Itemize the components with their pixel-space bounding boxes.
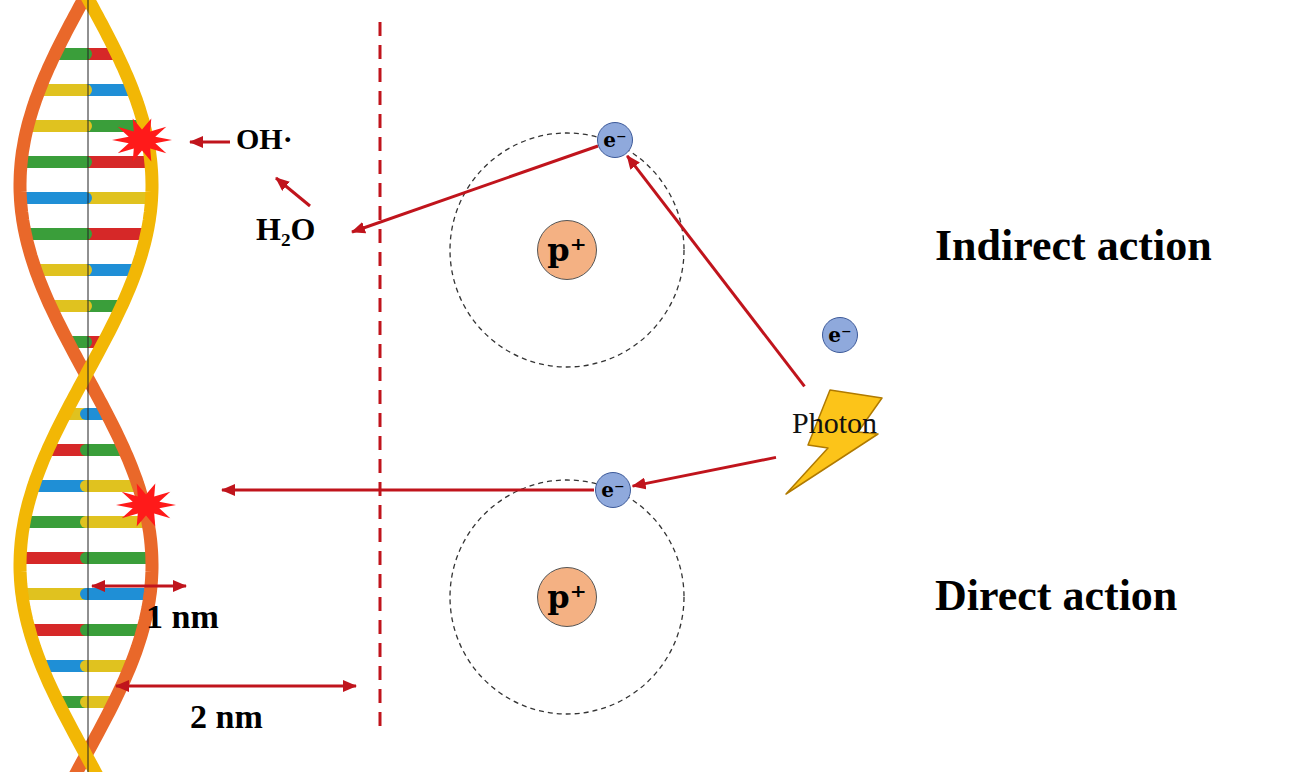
photon-label: Photon: [792, 408, 877, 438]
proton-symbol: p⁺: [547, 234, 586, 266]
photon-arrow: [633, 457, 776, 486]
photon-arrow: [627, 156, 804, 387]
base-pair: [86, 588, 150, 600]
dimension-arrow: [92, 585, 186, 588]
bolt-shape: [786, 390, 882, 494]
proton-symbol: p⁺: [547, 581, 586, 613]
dimension-label: 2 nm: [190, 698, 263, 735]
base-pair: [86, 156, 151, 168]
range-boundary: [379, 22, 382, 735]
electron-path: [352, 146, 598, 232]
photon-bolt: Photon: [778, 388, 918, 498]
electron-path: [222, 489, 594, 492]
base-pair: [25, 228, 86, 240]
electron-orbit: [450, 133, 684, 367]
dimension-label: 1 nm: [146, 598, 219, 635]
base-pair: [86, 192, 152, 204]
damage-stars: [112, 119, 176, 527]
base-pair: [20, 192, 86, 204]
mechanism-title: Direct action: [935, 572, 1177, 620]
base-pair: [86, 552, 152, 564]
dimension-arrow: [116, 685, 356, 688]
electron-circle: e⁻: [822, 317, 858, 353]
base-pair: [86, 228, 147, 240]
electron-orbit: [450, 480, 684, 714]
molecule-label: H₂O: [256, 212, 315, 247]
dna-strand: [20, 0, 152, 772]
electron-symbol: e⁻: [601, 480, 624, 500]
base-pair: [24, 516, 86, 528]
mechanism-title: Indirect action: [935, 222, 1212, 270]
electron-symbol: e⁻: [828, 325, 851, 345]
radical-label: OH·: [236, 122, 293, 155]
radical-arrow: [190, 141, 230, 144]
damage-star: [112, 119, 172, 162]
electron-symbol: e⁻: [603, 130, 626, 150]
dna-strand: [20, 0, 152, 772]
helix-axis: [88, 0, 89, 772]
base-pair: [21, 156, 86, 168]
radiolysis-arrow: [276, 178, 310, 206]
proton-circle: p⁺: [537, 220, 597, 280]
base-pair: [28, 120, 86, 132]
proton-circle: p⁺: [537, 567, 597, 627]
lightning-bolt: [778, 388, 918, 498]
base-pair: [86, 624, 143, 636]
base-pair: [20, 552, 86, 564]
base-pair: [22, 588, 86, 600]
electron-circle: e⁻: [597, 122, 633, 158]
dna-helix: [20, 0, 152, 772]
damage-star: [116, 484, 176, 527]
electron-circle: e⁻: [595, 472, 631, 508]
base-pair: [29, 624, 86, 636]
